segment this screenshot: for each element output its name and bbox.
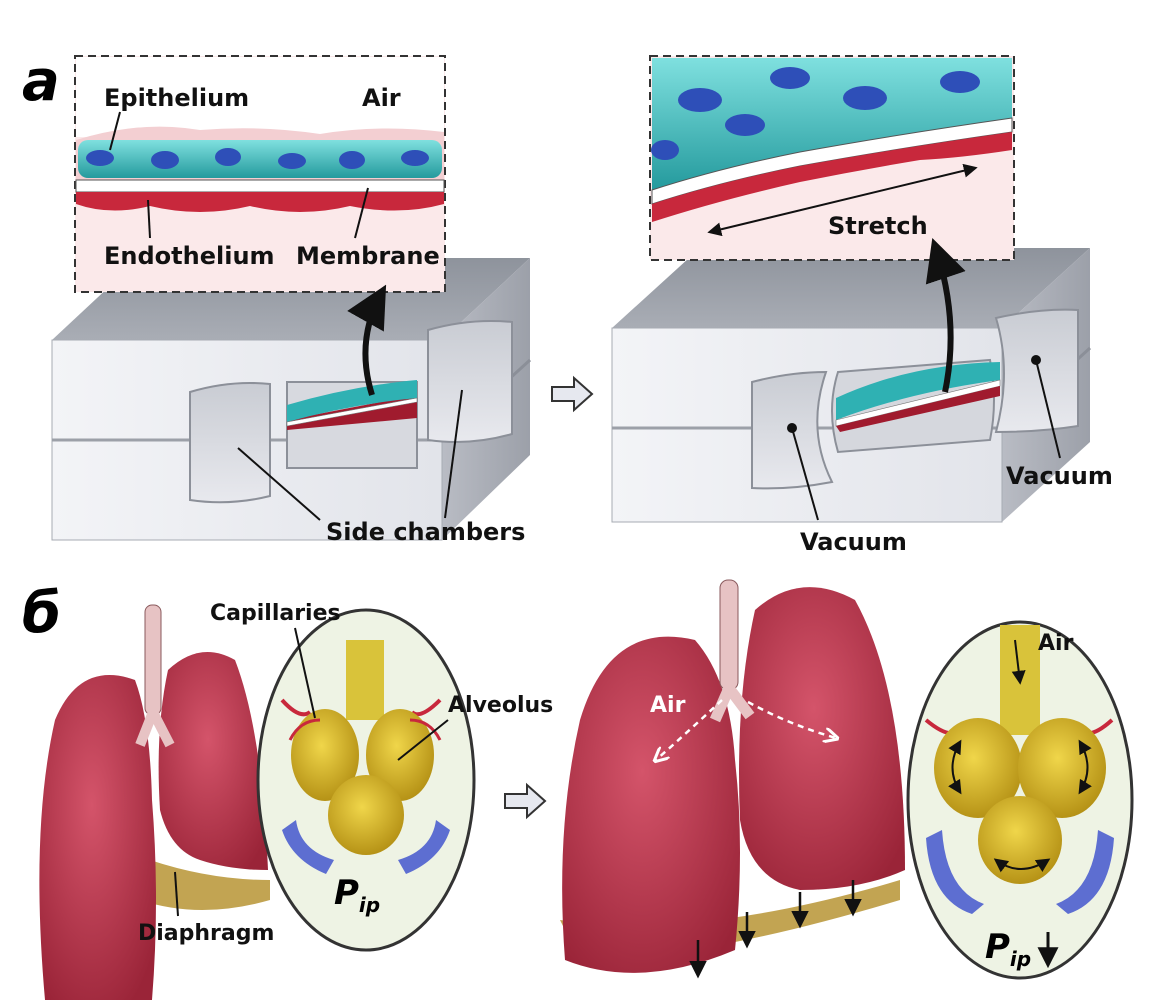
air-label: Air [362, 84, 401, 112]
capillaries-leader [294, 627, 316, 719]
endothelium-label: Endothelium [104, 242, 275, 270]
zoom-arrow-right [925, 238, 966, 393]
side-chamber-leader-2 [444, 389, 463, 519]
air-inset-label: Air [1038, 631, 1074, 656]
pip2-main: P [985, 927, 1010, 967]
chip-left [51, 258, 532, 541]
alveolus-leader [397, 719, 449, 761]
inset-right: Stretch [649, 55, 1015, 261]
pip-label-left: Pip [334, 873, 380, 917]
vacuum-label-right: Vacuum [1006, 462, 1113, 490]
alveolus-label: Alveolus [448, 693, 553, 718]
membrane-label: Membrane [296, 242, 440, 270]
lungs-right [560, 579, 905, 979]
pip2-sub: ip [1010, 947, 1031, 971]
pip-sub: ip [359, 893, 380, 917]
epithelial-cells [78, 140, 442, 178]
pip-main: P [334, 873, 359, 913]
transition-arrow-a [551, 375, 594, 413]
lungs-left [39, 604, 270, 1000]
inset-left: Epithelium Air Endothelium Membrane [74, 55, 446, 293]
zoom-arrow-left [347, 284, 387, 396]
transition-arrow-b [504, 782, 547, 820]
epithelium-label: Epithelium [104, 84, 249, 112]
side-chamber-leader-1 [237, 447, 321, 521]
air-lung-label: Air [650, 693, 686, 718]
stretch-label: Stretch [828, 212, 928, 240]
side-chambers-label: Side chambers [326, 518, 525, 546]
alveolus-inset-left [256, 608, 476, 952]
vacuum-label-left: Vacuum [800, 528, 907, 556]
alveolus-inset-right [906, 620, 1134, 980]
capillaries-label: Capillaries [210, 601, 341, 626]
chip-right [611, 248, 1092, 523]
panel-a-letter: a [22, 49, 60, 114]
diaphragm-leader [174, 871, 179, 917]
panel-b-letter: б [22, 581, 61, 646]
diaphragm-label: Diaphragm [138, 921, 274, 946]
pip-label-right: Pip [985, 927, 1031, 971]
